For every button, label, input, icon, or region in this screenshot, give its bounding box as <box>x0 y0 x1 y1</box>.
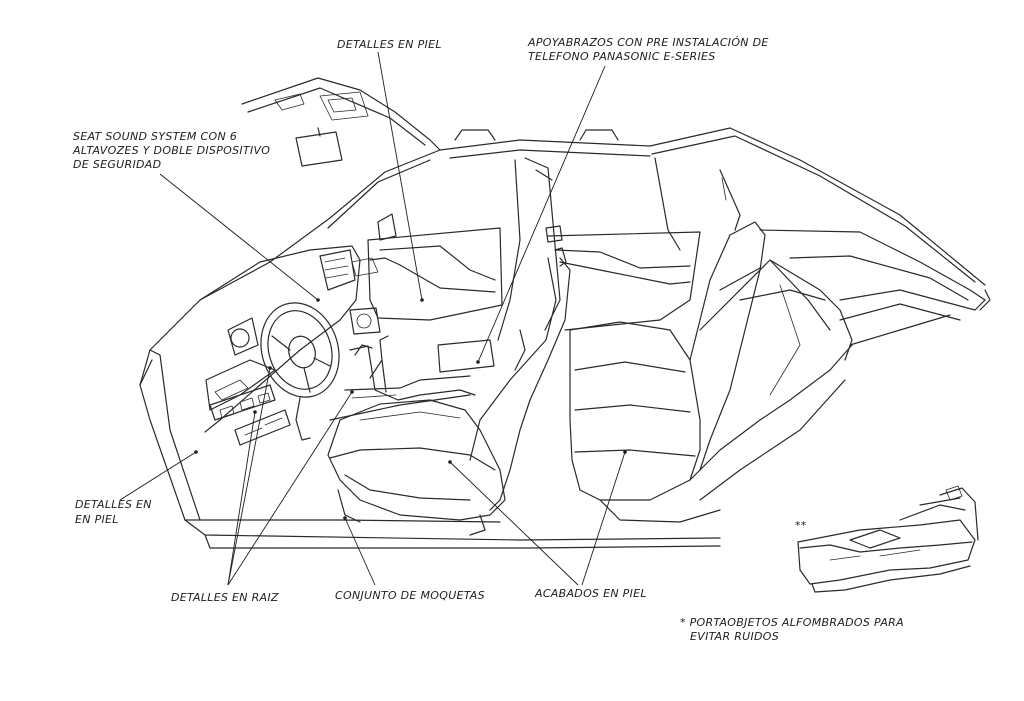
label-detalles-piel-left-line2: EN PIEL <box>75 513 119 526</box>
label-portaobjetos-line1: * PORTAOBJETOS ALFOMBRADOS PARA <box>680 616 904 629</box>
label-seat-sound-line3: DE SEGURIDAD <box>73 158 162 171</box>
label-detalles-piel-left-line1: DETALLES EN <box>75 498 152 511</box>
center-console <box>329 335 476 421</box>
storage-console-inset <box>797 485 979 593</box>
label-apoyabrazos-line2: TELEFONO PANASONIC E-SERIES <box>528 50 716 63</box>
label-inset-marker: ** <box>795 519 807 532</box>
leader-lines <box>119 51 627 586</box>
rear-seat <box>569 221 853 523</box>
label-apoyabrazos-line1: APOYABRAZOS CON PRE INSTALACIÓN DE <box>528 36 769 49</box>
steering-wheel <box>260 302 340 441</box>
label-acabados-piel: ACABADOS EN PIEL <box>535 587 647 600</box>
dashboard <box>199 245 361 446</box>
rear-door-panel <box>545 225 701 331</box>
label-detalles-raiz: DETALLES EN RAIZ <box>171 591 279 604</box>
label-seat-sound-line1: SEAT SOUND SYSTEM CON 6 <box>73 130 238 143</box>
label-portaobjetos-line2: EVITAR RUIDOS <box>690 630 780 643</box>
front-door-panel <box>349 213 503 373</box>
label-detalles-piel-top: DETALLES EN PIEL <box>337 38 442 51</box>
car-body-outline <box>139 77 991 549</box>
label-conjunto-moquetas: CONJUNTO DE MOQUETAS <box>335 589 485 602</box>
label-seat-sound-line2: ALTAVOZES Y DOBLE DISPOSITIVO <box>73 144 271 157</box>
